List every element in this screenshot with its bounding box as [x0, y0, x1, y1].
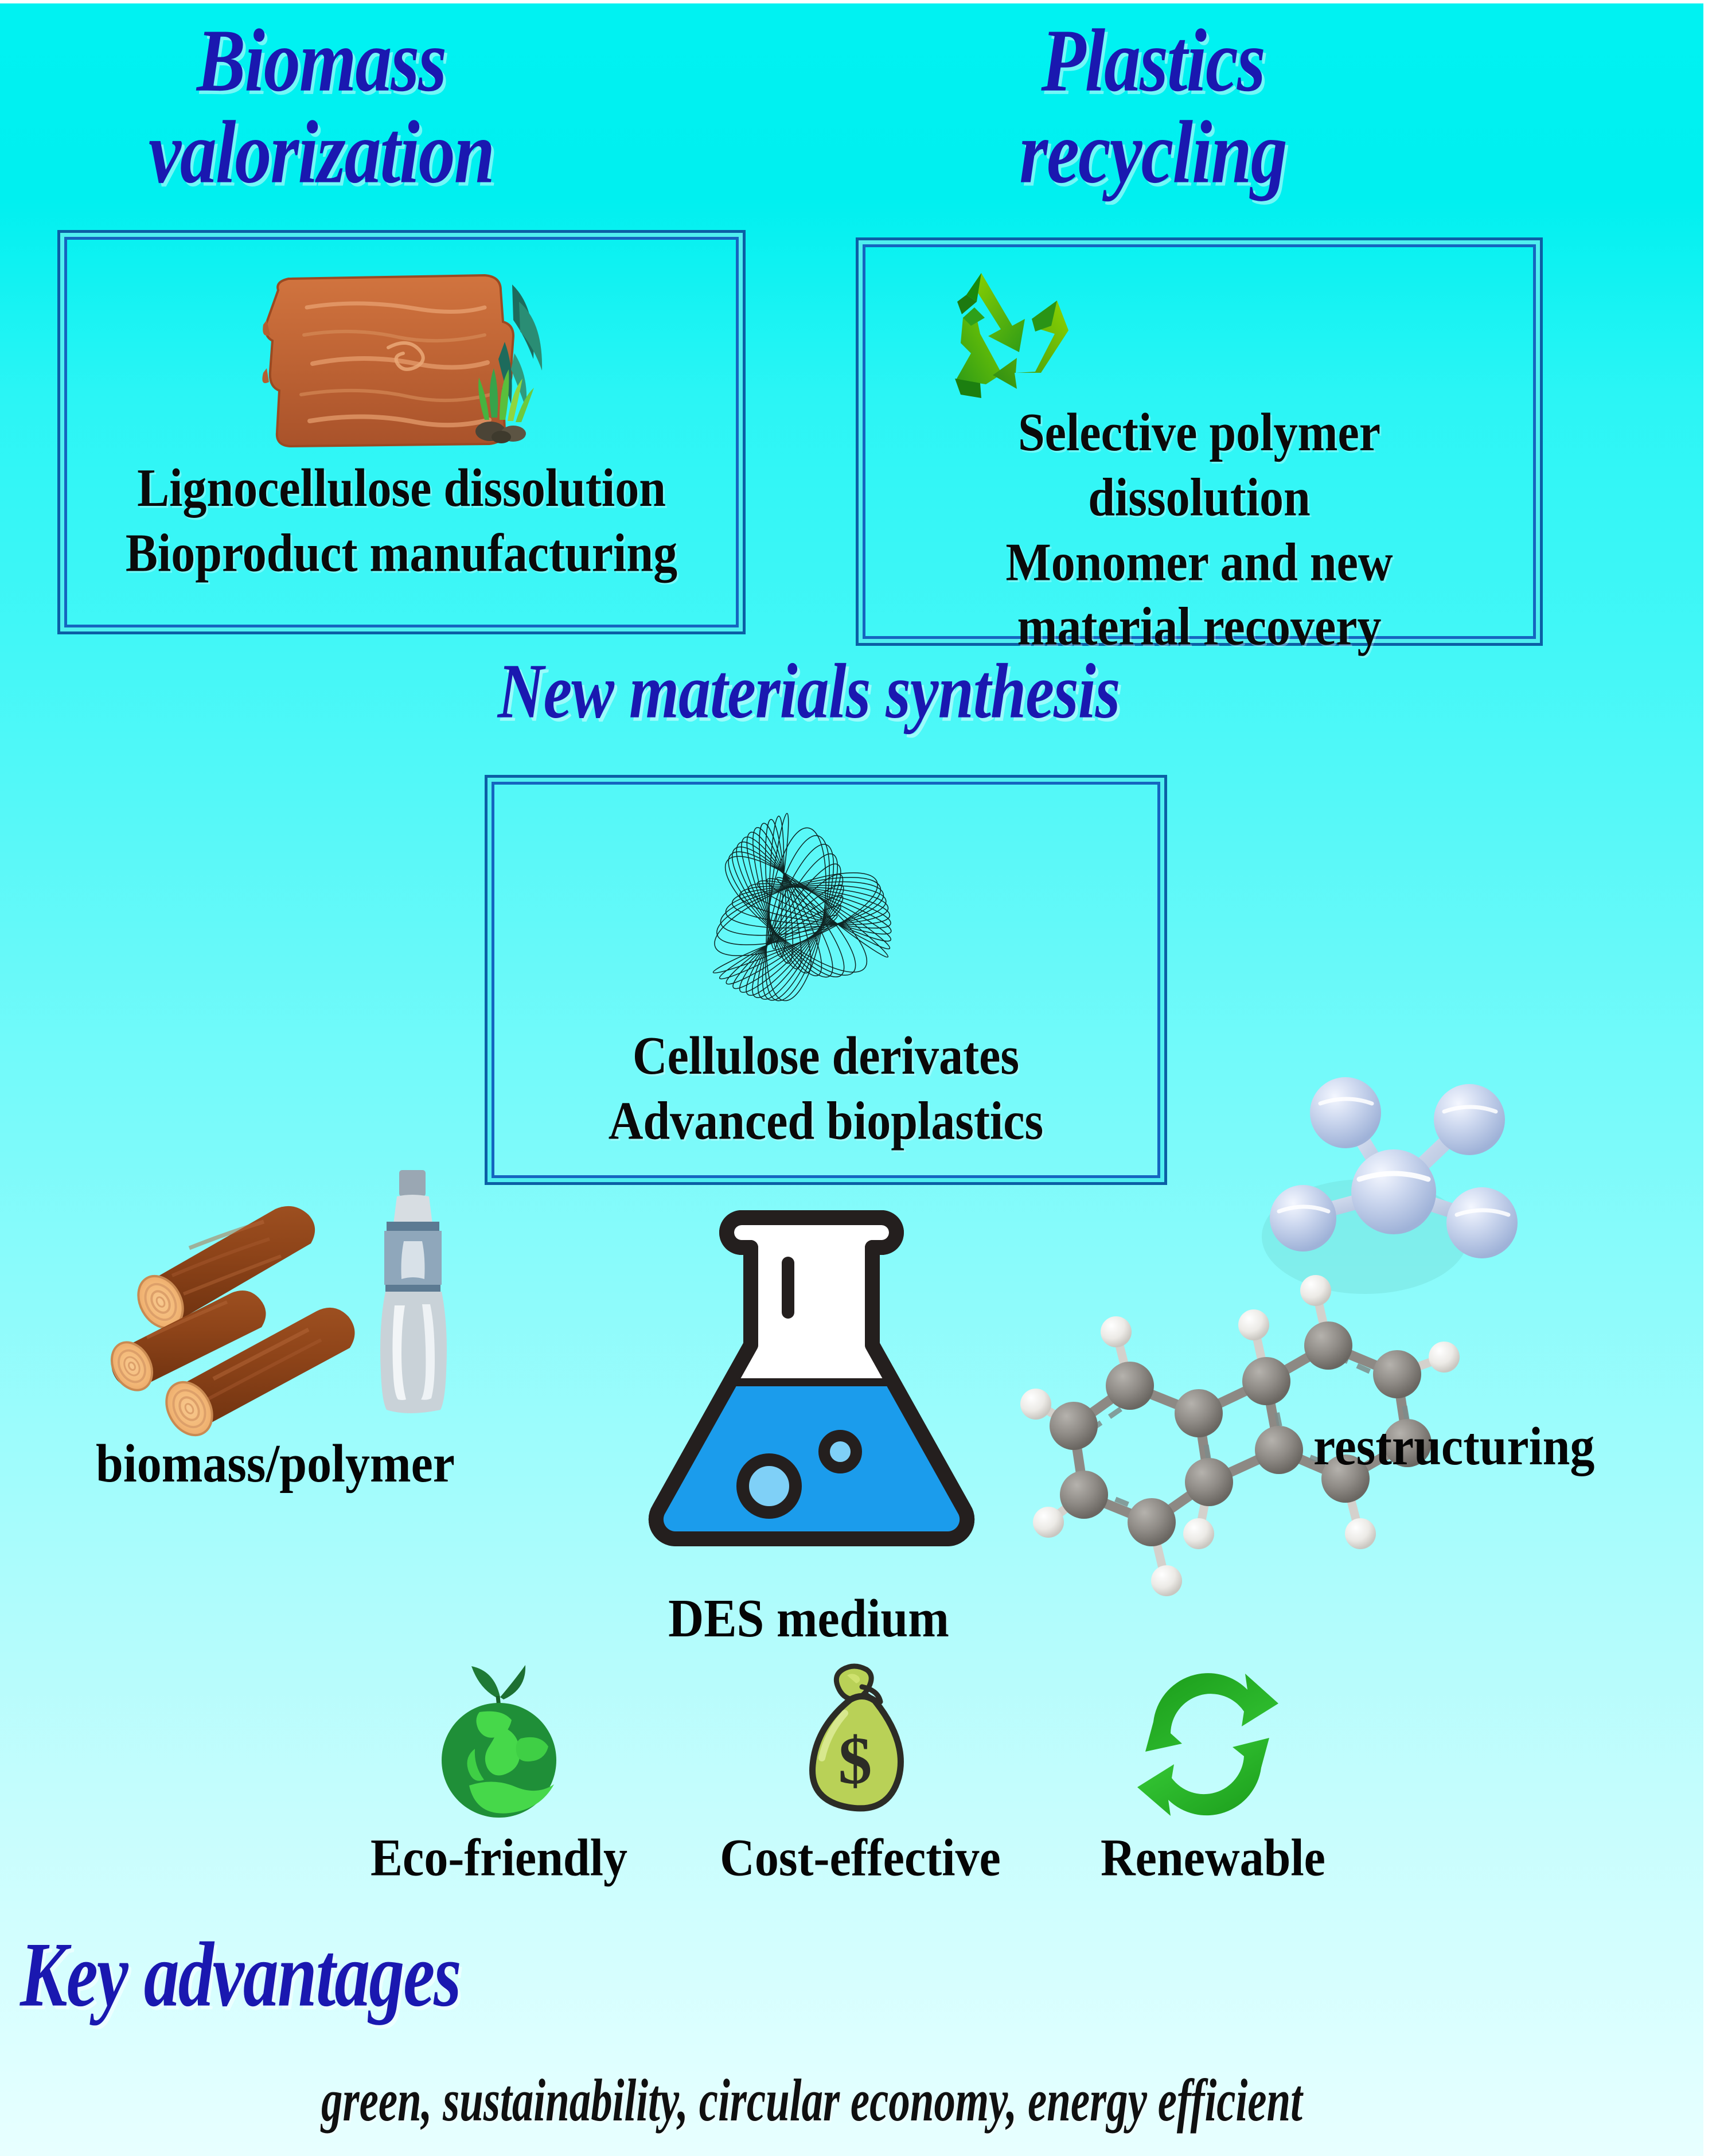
renewable-arrows-icon	[1133, 1667, 1282, 1822]
erlenmeyer-flask-icon	[645, 1199, 978, 1566]
log-stack-icon	[92, 1179, 361, 1443]
biomass-valorization-box: Lignocellulose dissolution Bioproduct ma…	[57, 230, 746, 634]
plastics-recycling-box: Selective polymer dissolution Monomer an…	[856, 237, 1543, 657]
plastic-bottle-icon	[361, 1168, 465, 1420]
svg-text:$: $	[838, 1723, 872, 1798]
money-bag-icon: $	[783, 1663, 926, 1824]
des-medium-label: DES medium	[668, 1588, 949, 1648]
spirograph-polymer-icon	[648, 789, 946, 1042]
methane-molecule-icon	[1250, 1065, 1526, 1305]
biomass-box-text: Lignocellulose dissolution Bioproduct ma…	[125, 458, 678, 583]
renewable-label: Renewable	[1101, 1828, 1325, 1888]
new-materials-box-text: Cellulose derivates Advanced bioplastics	[608, 1026, 1044, 1151]
tagline-text: green, sustainability, circular economy,…	[321, 2066, 1302, 2134]
plastics-box-text: Selective polymer dissolution Monomer an…	[1005, 403, 1393, 657]
header-biomass-valorization: Biomass valorization	[149, 10, 495, 202]
biomass-polymer-label: biomass/polymer	[96, 1433, 455, 1494]
green-earth-leaf-icon	[424, 1664, 574, 1824]
eco-friendly-label: Eco-friendly	[370, 1828, 627, 1888]
anthracene-molecule-icon	[1009, 1254, 1526, 1655]
header-new-materials-synthesis: New materials synthesis	[497, 648, 1121, 735]
new-materials-synthesis-box: Cellulose derivates Advanced bioplastics	[485, 775, 1167, 1185]
recycle-arrows-icon	[945, 266, 1099, 410]
cost-effective-label: Cost-effective	[720, 1828, 1001, 1888]
wood-log-icon	[244, 267, 565, 462]
restructuring-label: restructuring	[1313, 1416, 1595, 1476]
key-advantages-heading: Key advantages	[20, 1923, 462, 2026]
header-plastics-recycling: Plastics recycling	[1019, 10, 1287, 202]
